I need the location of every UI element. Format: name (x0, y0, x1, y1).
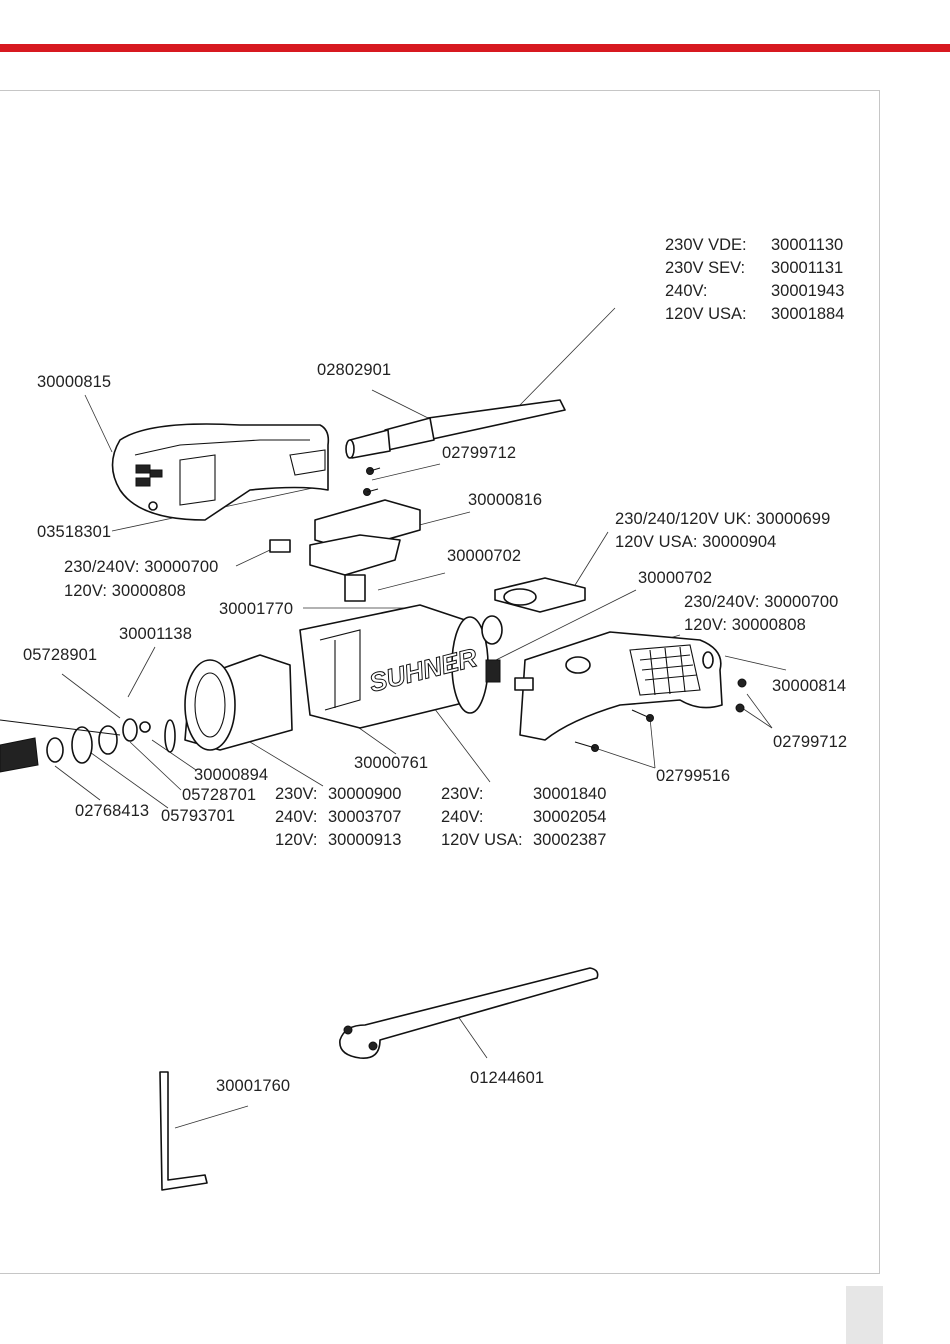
stator-version-row: 230V: 30000900 (275, 783, 401, 806)
armature-versions-table: 230V: 30001840 240V: 30002054 120V USA: 300… (441, 783, 606, 852)
part-label-30001760: 30001760 (216, 1077, 291, 1095)
part-number: 30003707 (328, 808, 402, 826)
part-number: 30001130 (771, 236, 844, 254)
hex-key (159, 1071, 208, 1191)
part-label-30000702-b: 30000702 (638, 569, 713, 587)
version-label: 240V: (665, 282, 708, 300)
switch-assembly (309, 499, 421, 602)
version-label: 230V VDE: (665, 236, 747, 254)
part-number: 30001131 (771, 259, 844, 277)
leader-lines (54, 307, 787, 1129)
part-label-05728901: 05728901 (23, 646, 98, 664)
armature-version-row: 120V USA: 30002387 (441, 829, 606, 852)
cable-version-row: 120V USA: 30001884 (665, 303, 844, 326)
version-label: 240V: (441, 808, 484, 826)
part-label-01244601: 01244601 (470, 1069, 545, 1087)
brush-b-label-line1: 230/240V: 30000700 (684, 593, 839, 611)
stator-version-row: 120V: 30000913 (275, 829, 401, 852)
version-label: 230V SEV: (665, 259, 746, 277)
stator-version-row: 240V: 30003707 (275, 806, 401, 829)
spindle-parts (0, 718, 176, 773)
part-number: 30000900 (328, 785, 402, 803)
handle-shell-left (111, 423, 330, 521)
part-label-05793701: 05793701 (161, 807, 236, 825)
part-label-02802901: 02802901 (317, 361, 392, 379)
connector-block-a (485, 659, 501, 683)
part-number: 30001943 (771, 282, 845, 300)
part-label-03518301: 03518301 (37, 523, 112, 541)
page-number-tab (846, 1286, 883, 1344)
part-label-30000894: 30000894 (194, 766, 269, 784)
stator-versions-table: 230V: 30000900 240V: 30003707 120V: 3000091… (275, 783, 401, 852)
brush-holder-plate (494, 577, 586, 613)
power-cable (345, 399, 566, 459)
part-number: 30001884 (771, 305, 845, 323)
diagram-frame (0, 90, 880, 1274)
part-number: 30002054 (533, 808, 607, 826)
part-label-30000816: 30000816 (468, 491, 543, 509)
gear-housing-right (519, 631, 723, 741)
screws-right (574, 678, 747, 752)
pin-wrench (339, 967, 599, 1059)
version-label: 230V: (441, 785, 484, 803)
version-label: 230V: (275, 785, 318, 803)
version-label: 240V: (275, 808, 318, 826)
header-accent-bar (0, 44, 950, 52)
brush-a-label-line2: 120V: 30000808 (64, 582, 186, 600)
part-label-30000761: 30000761 (354, 754, 429, 772)
part-label-02768413: 02768413 (75, 802, 150, 820)
brush-a-label-line1: 230/240V: 30000700 (64, 558, 219, 576)
part-label-30000814: 30000814 (772, 677, 847, 695)
carbon-brush-a (269, 539, 291, 553)
part-label-30000702-a: 30000702 (447, 547, 522, 565)
part-label-30000815: 30000815 (37, 373, 112, 391)
part-label-30001770: 30001770 (219, 600, 294, 618)
carbon-brush-b (514, 677, 534, 691)
part-label-30001138: 30001138 (119, 625, 192, 643)
part-label-05728701: 05728701 (182, 786, 257, 804)
version-label: 120V: (275, 831, 318, 849)
screws-top (363, 467, 381, 496)
part-number: 30001840 (533, 785, 607, 803)
brush-b-label-line2: 120V: 30000808 (684, 616, 806, 634)
part-label-02799712-right: 02799712 (773, 733, 848, 751)
uk-label-line2: 120V USA: 30000904 (615, 533, 777, 551)
cable-version-row: 230V VDE: 30001130 (665, 234, 844, 257)
uk-label-line1: 230/240/120V UK: 30000699 (615, 510, 831, 528)
version-label: 120V USA: (441, 831, 523, 849)
part-label-02799516: 02799516 (656, 767, 731, 785)
cable-version-row: 240V: 30001943 (665, 280, 844, 303)
part-label-02799712-top: 02799712 (442, 444, 517, 462)
motor-housing: SUHNER (299, 604, 503, 729)
armature-version-row: 240V: 30002054 (441, 806, 606, 829)
version-label: 120V USA: (665, 305, 747, 323)
part-number: 30000913 (328, 831, 402, 849)
stator-ring (184, 654, 293, 751)
cable-version-row: 230V SEV: 30001131 (665, 257, 844, 280)
part-number: 30002387 (533, 831, 607, 849)
cable-versions-table: 230V VDE: 30001130 230V SEV: 30001131 240V… (665, 234, 844, 326)
armature-version-row: 230V: 30001840 (441, 783, 606, 806)
